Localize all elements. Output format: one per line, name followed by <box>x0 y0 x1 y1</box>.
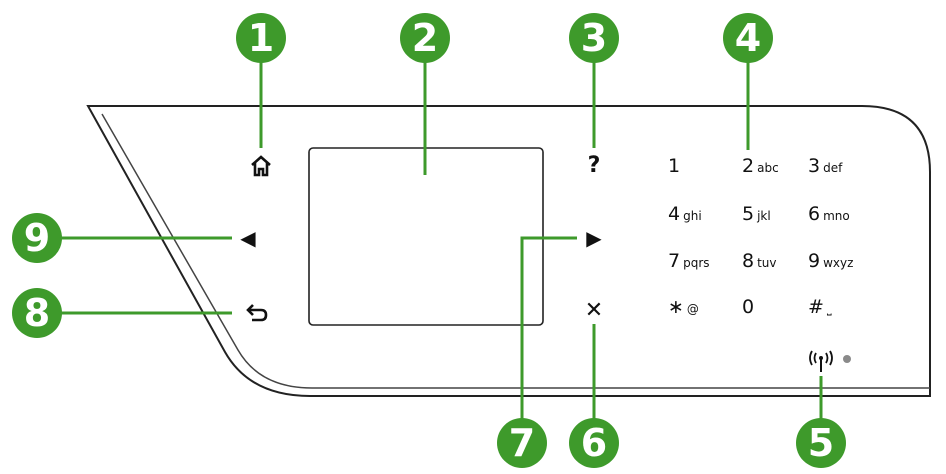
key-1[interactable]: 1 <box>668 155 683 177</box>
callout-9: 9 <box>12 213 62 263</box>
key-letters: wxyz <box>823 256 854 270</box>
key-star[interactable]: ∗@ <box>668 296 699 318</box>
wireless-icon <box>809 350 833 372</box>
key-hash[interactable]: #⎵ <box>808 296 832 318</box>
key-number: 1 <box>668 155 681 177</box>
callout-3: 3 <box>569 13 619 63</box>
leader-lines <box>58 62 823 428</box>
home-icon[interactable] <box>249 154 273 178</box>
key-letters: ghi <box>683 209 702 223</box>
key-number: 3 <box>808 155 821 177</box>
callout-1: 1 <box>236 13 286 63</box>
key-0[interactable]: 0 <box>742 296 757 318</box>
wireless-status-light <box>843 355 851 363</box>
key-number: 5 <box>742 203 755 225</box>
key-letters: def <box>823 161 843 175</box>
key-letters: ⎵ <box>826 302 832 316</box>
key-number: ∗ <box>668 296 684 318</box>
key-letters: jkl <box>757 209 771 223</box>
key-letters: tuv <box>757 256 777 270</box>
back-icon[interactable] <box>245 302 269 324</box>
key-number: 7 <box>668 250 681 272</box>
key-number: # <box>808 296 824 318</box>
key-letters: @ <box>686 302 699 316</box>
right-arrow-icon[interactable]: ▶ <box>586 226 602 250</box>
key-number: 9 <box>808 250 821 272</box>
key-number: 0 <box>742 296 755 318</box>
panel-outline <box>86 105 931 397</box>
key-letters: abc <box>757 161 779 175</box>
cancel-icon[interactable]: ✕ <box>584 298 604 323</box>
key-number: 4 <box>668 203 681 225</box>
callout-8: 8 <box>12 288 62 338</box>
help-icon[interactable]: ? <box>587 153 601 178</box>
callout-4: 4 <box>723 13 773 63</box>
left-arrow-icon[interactable]: ◀ <box>240 226 256 250</box>
callout-7: 7 <box>497 418 547 468</box>
key-letters: mno <box>823 209 850 223</box>
key-letters: pqrs <box>683 256 710 270</box>
key-number: 2 <box>742 155 755 177</box>
callout-6: 6 <box>569 418 619 468</box>
callout-5: 5 <box>796 418 846 468</box>
key-number: 6 <box>808 203 821 225</box>
callout-2: 2 <box>400 13 450 63</box>
leader-7 <box>520 236 577 428</box>
key-number: 8 <box>742 250 755 272</box>
